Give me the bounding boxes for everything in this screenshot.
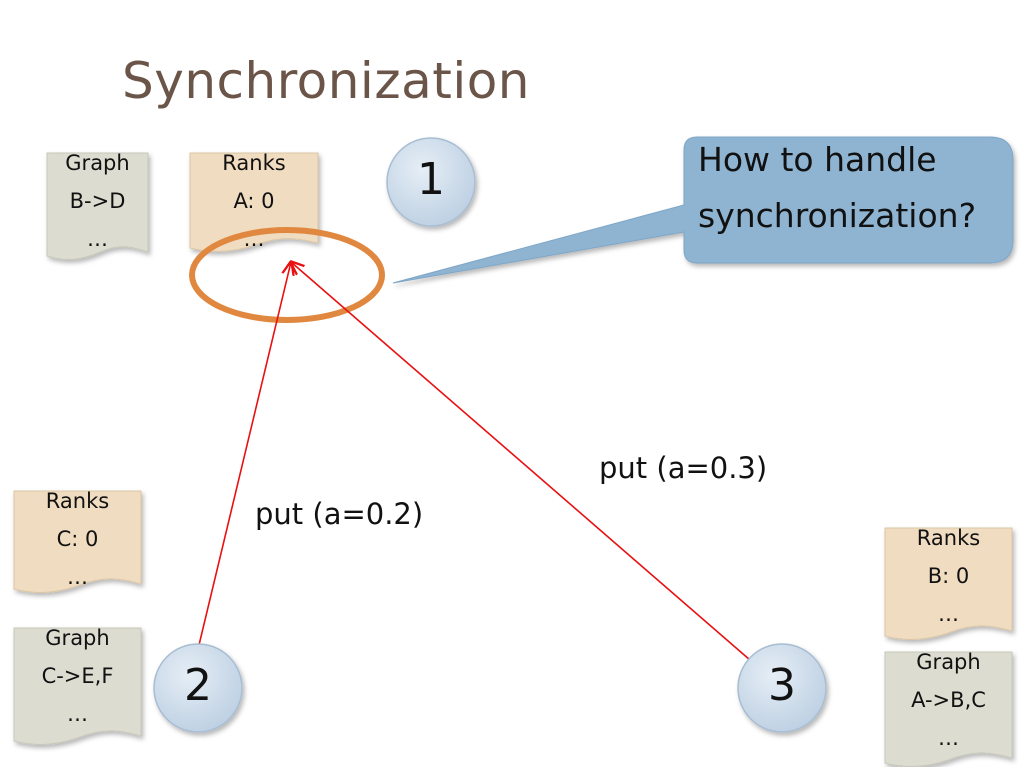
doc-graph-3-text: Graph A->B,C … xyxy=(885,643,1012,757)
doc-line: A: 0 xyxy=(233,189,275,213)
doc-ranks-2 xyxy=(13,490,142,593)
doc-graph-1-text: Graph B->D … xyxy=(47,144,148,258)
doc-ranks-3 xyxy=(884,527,1013,640)
edge-label-3: put (a=0.3) xyxy=(599,451,768,485)
doc-line: Ranks xyxy=(222,151,286,175)
node-2-circle xyxy=(153,643,243,733)
doc-line: … xyxy=(938,602,959,626)
doc-ranks-3-text: Ranks B: 0 … xyxy=(885,519,1012,633)
doc-line: … xyxy=(67,565,88,589)
doc-line: … xyxy=(67,702,88,726)
edge-arrow-2 xyxy=(198,262,291,646)
edge-label-2: put (a=0.2) xyxy=(255,497,424,531)
doc-line: Graph xyxy=(65,151,130,175)
doc-line: C->E,F xyxy=(41,664,114,688)
callout-bubble xyxy=(392,136,1014,284)
node-3-label: 3 xyxy=(768,660,796,711)
doc-line: B: 0 xyxy=(927,564,970,588)
callout-line: synchronization? xyxy=(698,196,977,235)
callout-text: How to handle synchronization? xyxy=(698,132,998,244)
doc-line: A->B,C xyxy=(911,688,986,712)
doc-line: B->D xyxy=(69,189,126,213)
node-1-label: 1 xyxy=(417,154,445,205)
doc-graph-2 xyxy=(13,627,142,745)
node-3-circle xyxy=(737,643,827,733)
doc-line: Ranks xyxy=(45,489,110,513)
doc-line: Graph xyxy=(45,626,110,650)
page-title: Synchronization xyxy=(122,52,530,110)
highlight-ellipse xyxy=(189,227,385,323)
doc-graph-3 xyxy=(884,651,1013,767)
doc-line: C: 0 xyxy=(56,527,99,551)
doc-line: Graph xyxy=(916,650,981,674)
node-1-circle xyxy=(386,137,476,227)
doc-line: … xyxy=(87,227,108,251)
doc-line: Ranks xyxy=(916,526,981,550)
callout-line: How to handle xyxy=(698,140,937,179)
doc-line: … xyxy=(938,726,959,750)
doc-line: … xyxy=(243,227,265,251)
doc-graph-2-text: Graph C->E,F … xyxy=(14,619,141,733)
edge-arrow-3 xyxy=(291,262,751,661)
node-2-label: 2 xyxy=(184,660,212,711)
doc-ranks-2-text: Ranks C: 0 … xyxy=(14,482,141,596)
doc-graph-1 xyxy=(46,152,149,260)
doc-ranks-1-text: Ranks A: 0 … xyxy=(190,144,318,258)
